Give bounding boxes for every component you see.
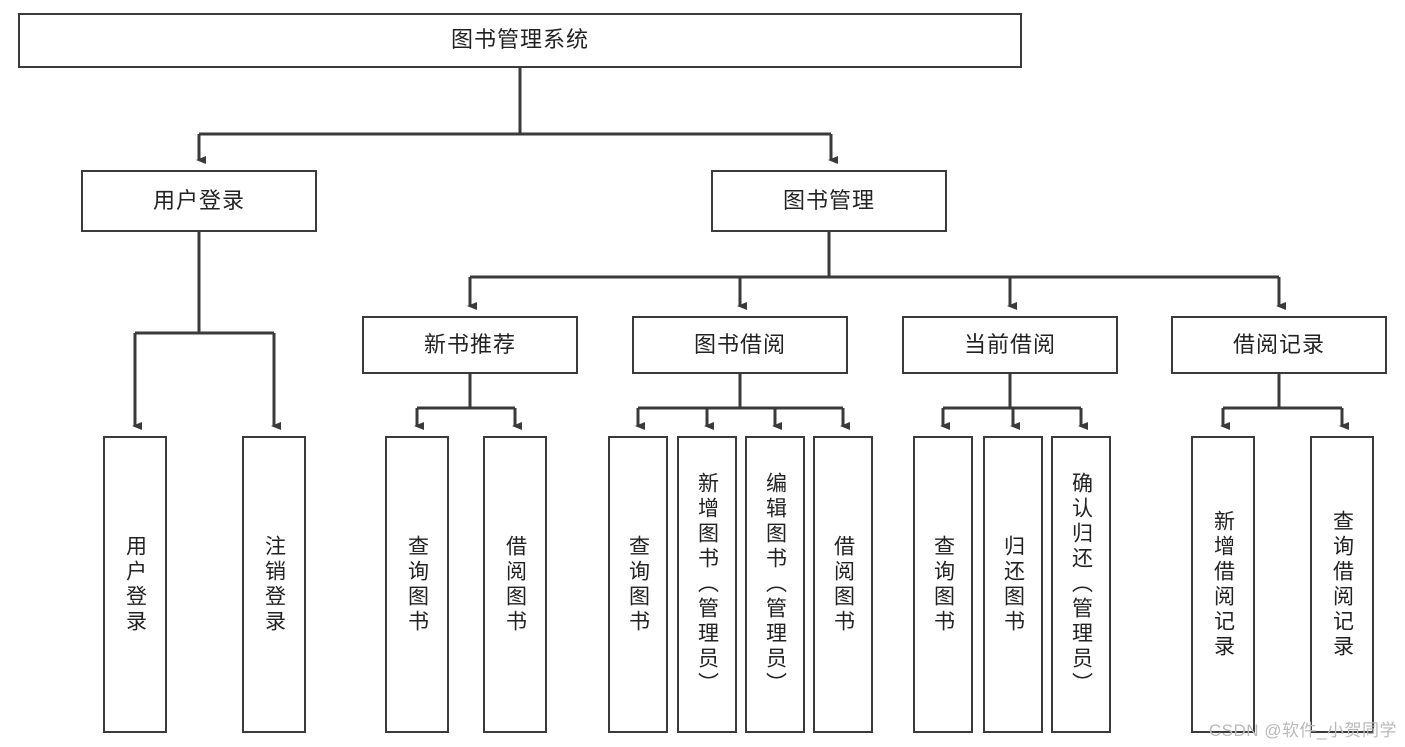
node-label: 图书管理系统 [450,27,589,53]
leaf-edit-book-admin[interactable]: 编辑图书（管理员） [745,436,805,733]
node-label: 新书推荐 [423,331,516,357]
node-label: 查询图书 [626,534,650,635]
node-label: 图书借阅 [693,331,786,357]
leaf-query-borrow-record[interactable]: 查询借阅记录 [1310,436,1374,733]
leaf-confirm-return-admin[interactable]: 确认归还（管理员） [1051,436,1111,733]
node-label: 确认归还（管理员） [1069,472,1093,697]
leaf-add-borrow-record[interactable]: 新增借阅记录 [1191,436,1255,733]
node-label: 借阅图书 [503,534,527,635]
node-label: 图书管理 [782,187,875,213]
node-label: 编辑图书（管理员） [763,472,787,697]
leaf-borrow-book-recommendation[interactable]: 借阅图书 [483,436,547,733]
node-label: 归还图书 [1001,534,1025,635]
node-label: 查询图书 [931,534,955,635]
leaf-user-login[interactable]: 用户登录 [103,436,167,733]
node-book-management-system[interactable]: 图书管理系统 [18,13,1022,68]
csdn-watermark: CSDN @软件_小贺同学 [1208,721,1397,740]
node-label: 新增图书（管理员） [695,472,719,697]
leaf-borrow-book-borrow[interactable]: 借阅图书 [813,436,873,733]
node-label: 注销登录 [262,534,286,635]
node-label: 查询借阅记录 [1330,509,1354,660]
node-label: 用户登录 [123,534,147,635]
node-book-management[interactable]: 图书管理 [711,170,947,232]
leaf-return-book[interactable]: 归还图书 [983,436,1043,733]
node-label: 借阅图书 [831,534,855,635]
node-label: 借阅记录 [1232,331,1325,357]
leaf-query-book-borrow[interactable]: 查询图书 [608,436,668,733]
leaf-add-book-admin[interactable]: 新增图书（管理员） [677,436,737,733]
node-label: 查询图书 [405,534,429,635]
leaf-query-book-recommendation[interactable]: 查询图书 [385,436,449,733]
leaf-logout[interactable]: 注销登录 [242,436,306,733]
node-new-book-recommendation[interactable]: 新书推荐 [362,316,578,374]
node-borrowing-records[interactable]: 借阅记录 [1171,316,1387,374]
node-label: 用户登录 [152,187,245,213]
node-user-login[interactable]: 用户登录 [81,170,317,232]
node-label: 当前借阅 [963,331,1056,357]
node-current-borrowing[interactable]: 当前借阅 [902,316,1118,374]
node-book-borrowing[interactable]: 图书借阅 [632,316,848,374]
node-label: 新增借阅记录 [1211,509,1235,660]
leaf-query-book-current[interactable]: 查询图书 [913,436,973,733]
